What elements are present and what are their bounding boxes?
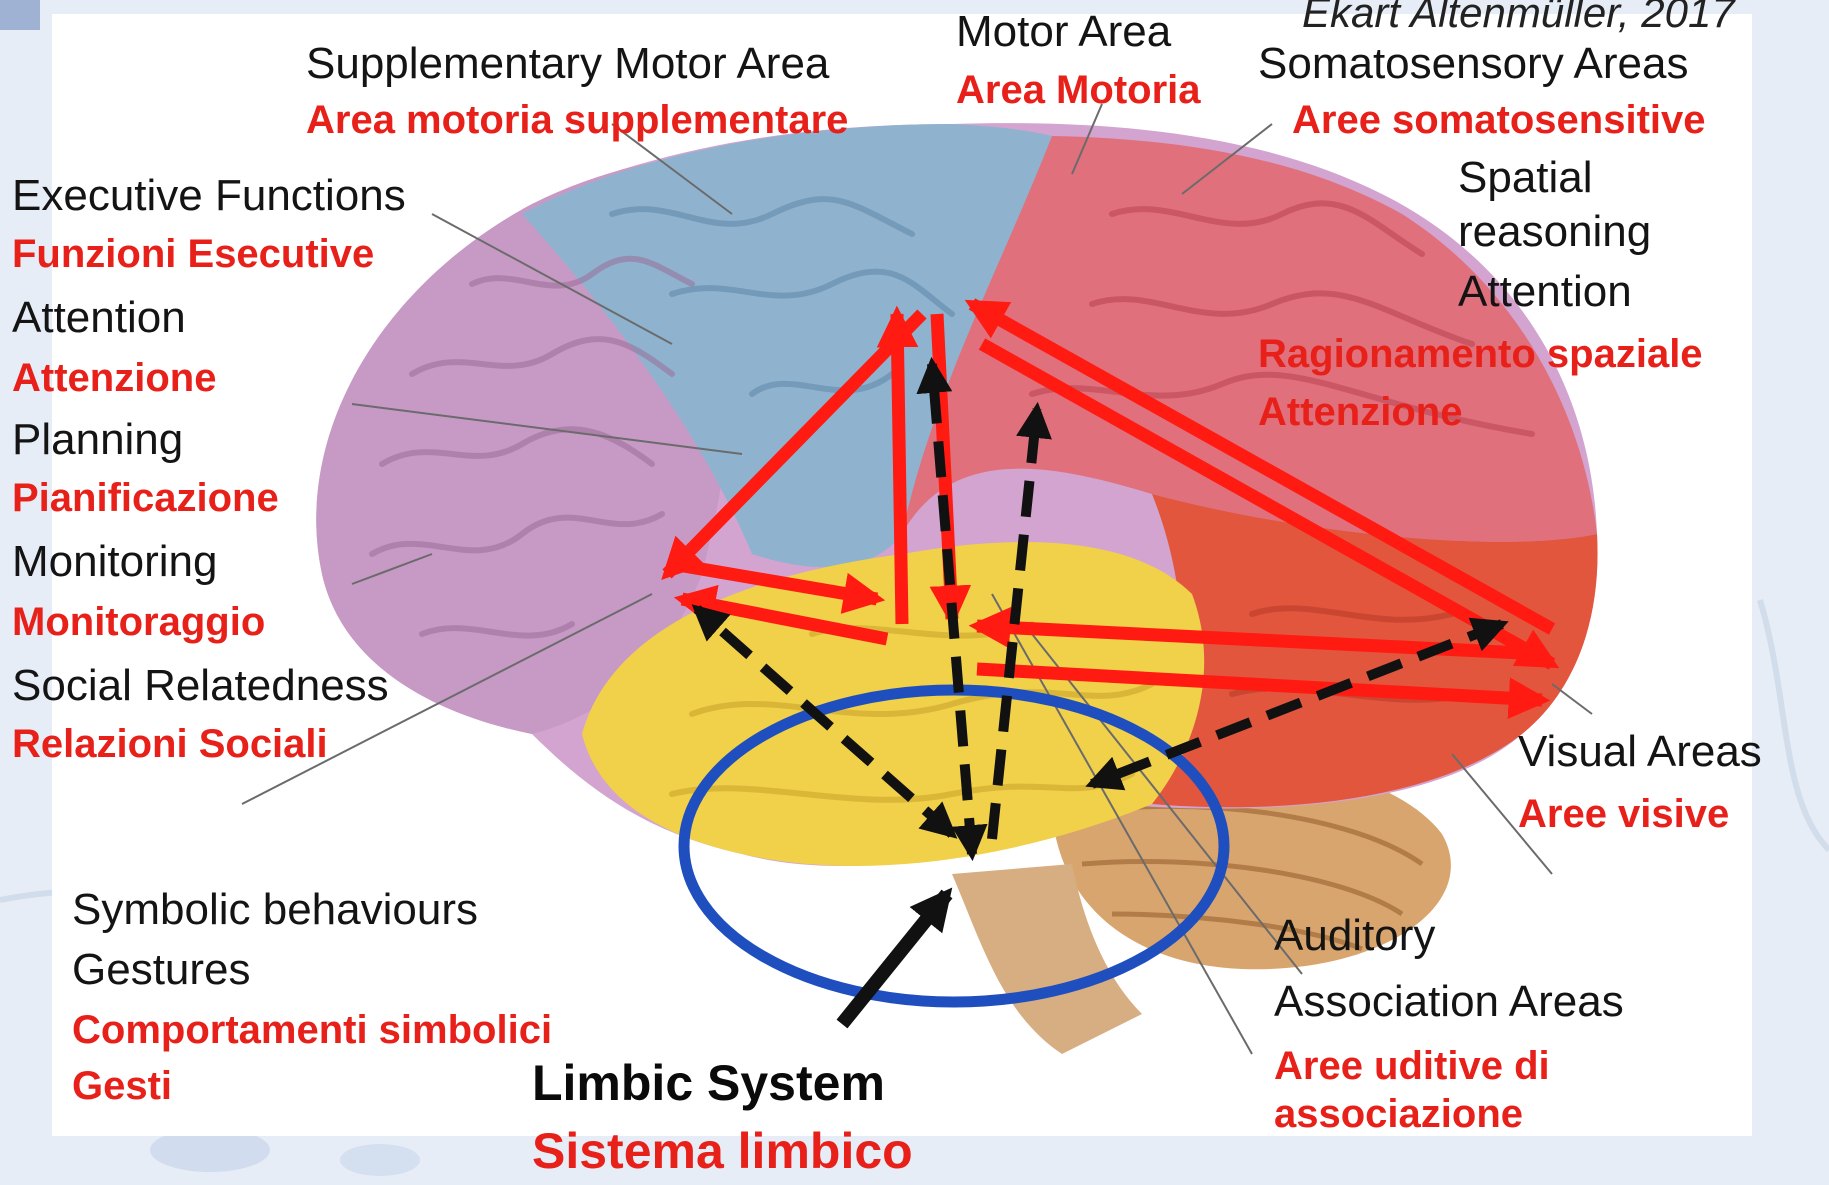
label-planning-it: Pianificazione xyxy=(12,478,279,518)
label-monitoring-it: Monitoraggio xyxy=(12,602,265,642)
label-social-en: Social Relatedness xyxy=(12,664,389,708)
label-auditory-it-1: Aree uditive di xyxy=(1274,1046,1550,1086)
label-limbic-en: Limbic System xyxy=(532,1058,885,1108)
label-supplementary-motor-en: Supplementary Motor Area xyxy=(306,42,829,86)
label-somatosensory-en: Somatosensory Areas xyxy=(1258,42,1688,86)
label-motor-it: Area Motoria xyxy=(956,70,1201,110)
label-spatial-en-1: Spatial xyxy=(1458,156,1593,200)
label-social-it: Relazioni Sociali xyxy=(12,724,328,764)
label-spatial-en-2: reasoning xyxy=(1458,210,1651,254)
label-monitoring-en: Monitoring xyxy=(12,540,217,584)
diagram-panel: Ekart Altenmüller, 2017 Supplementary Mo… xyxy=(52,14,1752,1136)
label-auditory-it-2: associazione xyxy=(1274,1094,1523,1134)
label-spatial-it: Ragionamento spaziale xyxy=(1258,334,1703,374)
label-spatial-attention-en: Attention xyxy=(1458,270,1632,314)
label-motor-en: Motor Area xyxy=(956,10,1171,54)
label-gestures-it: Gesti xyxy=(72,1066,172,1106)
label-limbic-it: Sistema limbico xyxy=(532,1126,913,1176)
label-executive-en: Executive Functions xyxy=(12,174,406,218)
label-executive-it: Funzioni Esecutive xyxy=(12,234,374,274)
label-symbolic-it: Comportamenti simbolici xyxy=(72,1010,552,1050)
label-attention-it: Attenzione xyxy=(12,358,216,398)
label-spatial-attention-it: Attenzione xyxy=(1258,392,1462,432)
label-auditory-en-2: Association Areas xyxy=(1274,980,1624,1024)
label-symbolic-en: Symbolic behaviours xyxy=(72,888,478,932)
label-visual-it: Aree visive xyxy=(1518,794,1729,834)
credit-text: Ekart Altenmüller, 2017 xyxy=(1302,0,1735,34)
label-gestures-en: Gestures xyxy=(72,948,251,992)
label-planning-en: Planning xyxy=(12,418,183,462)
label-auditory-en-1: Auditory xyxy=(1274,914,1435,958)
label-supplementary-motor-it: Area motoria supplementare xyxy=(306,100,848,140)
label-visual-en: Visual Areas xyxy=(1518,730,1762,774)
red-arrow-frontal-to-motor-up xyxy=(897,314,902,624)
label-somatosensory-it: Aree somatosensitive xyxy=(1292,100,1706,140)
label-attention-en: Attention xyxy=(12,296,186,340)
